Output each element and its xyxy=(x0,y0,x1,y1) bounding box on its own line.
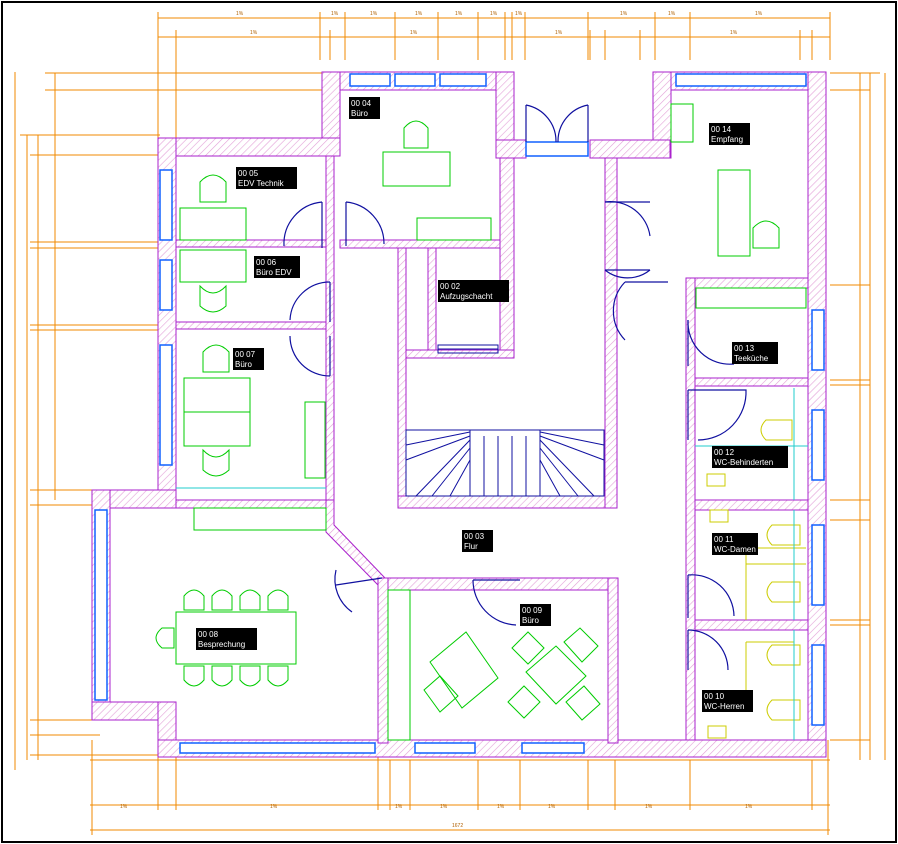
room-label-box xyxy=(233,348,264,370)
svg-text:1%: 1% xyxy=(250,30,258,36)
room-number: 00 09 xyxy=(522,606,543,615)
room-label-box xyxy=(732,342,778,364)
svg-text:1%: 1% xyxy=(395,804,403,810)
svg-text:1%: 1% xyxy=(745,804,753,810)
room-number: 00 11 xyxy=(714,535,734,544)
room-label-box xyxy=(712,446,788,468)
doors xyxy=(283,104,747,671)
room-number: 00 06 xyxy=(256,258,277,267)
room-name: WC-Herren xyxy=(704,702,744,711)
svg-text:1%: 1% xyxy=(410,30,418,36)
room-number: 00 02 xyxy=(440,282,461,291)
room-name: Empfang xyxy=(711,135,743,144)
room-number: 00 14 xyxy=(711,125,732,134)
room-name: Besprechung xyxy=(198,640,245,649)
room-name: Büro xyxy=(235,360,252,369)
svg-text:1%: 1% xyxy=(645,804,653,810)
room-number: 00 03 xyxy=(464,532,485,541)
room-number: 00 07 xyxy=(235,350,256,359)
room-number: 00 10 xyxy=(704,692,725,701)
room-label-box xyxy=(712,533,758,555)
svg-text:1%: 1% xyxy=(730,30,738,36)
svg-text:1%: 1% xyxy=(620,11,628,17)
room-number: 00 08 xyxy=(198,630,219,639)
svg-text:1%: 1% xyxy=(455,11,463,17)
room-number: 00 13 xyxy=(734,344,755,353)
room-label-box xyxy=(254,256,300,278)
svg-text:1%: 1% xyxy=(548,804,556,810)
svg-text:1%: 1% xyxy=(515,11,523,17)
overall-dimension: 1672 xyxy=(452,823,463,829)
staircase xyxy=(405,344,605,497)
furniture xyxy=(155,103,807,741)
room-number: 00 05 xyxy=(238,169,259,178)
room-name: Büro EDV xyxy=(256,268,292,277)
svg-text:1%: 1% xyxy=(490,11,498,17)
room-label-box xyxy=(349,97,380,119)
room-name: Büro xyxy=(351,109,368,118)
room-label-box xyxy=(520,604,551,626)
room-number: 00 12 xyxy=(714,448,735,457)
svg-text:1%: 1% xyxy=(555,30,563,36)
room-name: WC-Damen xyxy=(714,545,756,554)
room-label-box xyxy=(438,280,509,302)
room-label-box xyxy=(702,690,753,712)
svg-text:1%: 1% xyxy=(755,11,763,17)
room-label-box xyxy=(196,628,257,650)
svg-text:1%: 1% xyxy=(331,11,339,17)
windows xyxy=(94,73,825,754)
svg-text:1%: 1% xyxy=(415,11,423,17)
room-label-box xyxy=(462,530,493,552)
sanitary-fixtures xyxy=(706,419,806,739)
svg-text:1%: 1% xyxy=(370,11,378,17)
room-name: Aufzugschacht xyxy=(440,292,493,301)
room-label-box xyxy=(709,123,750,145)
room-name: WC-Behinderten xyxy=(714,458,773,467)
room-number: 00 04 xyxy=(351,99,372,108)
room-name: EDV Technik xyxy=(238,179,285,188)
dimension-values: 1% 1% 1% 1% 1% 1% 1% 1% 1% 1% 1% 1% 1% 1% 1% 1% 1%… xyxy=(120,11,763,829)
svg-text:1%: 1% xyxy=(120,804,128,810)
room-name: Büro xyxy=(522,616,539,625)
svg-text:1%: 1% xyxy=(270,804,278,810)
svg-text:1%: 1% xyxy=(497,804,505,810)
svg-text:1%: 1% xyxy=(440,804,448,810)
svg-text:1%: 1% xyxy=(668,11,676,17)
room-name: Flur xyxy=(464,542,478,551)
room-name: Teeküche xyxy=(734,354,769,363)
svg-text:1%: 1% xyxy=(236,11,244,17)
room-label-box xyxy=(236,167,297,189)
